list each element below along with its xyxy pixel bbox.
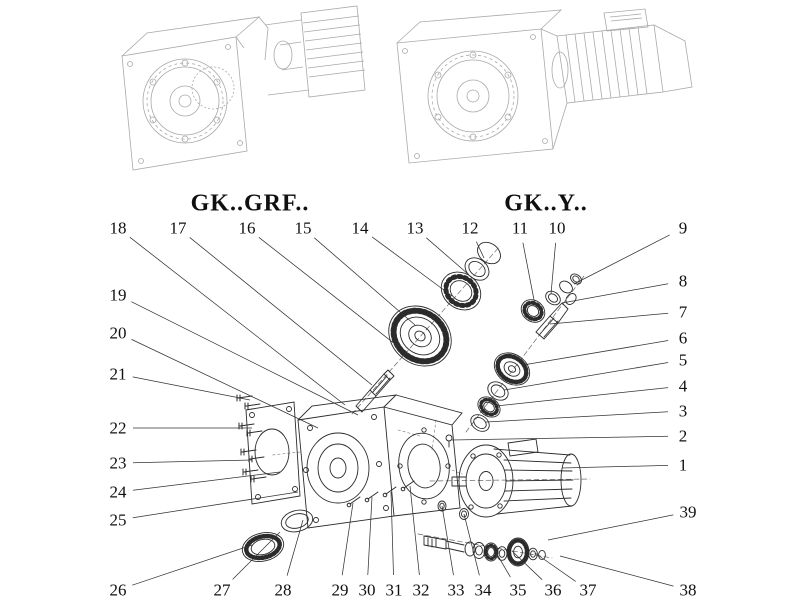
leader-line-39 (547, 514, 674, 541)
leader-line-32 (409, 485, 420, 576)
input-bearing (440, 271, 482, 311)
leader-line-8 (561, 283, 669, 304)
interface-washers (437, 500, 469, 520)
leader-line-21 (132, 376, 251, 401)
assembly-axis-lines (351, 245, 591, 559)
leader-line-35 (493, 548, 511, 578)
leader-line-3 (485, 411, 669, 423)
leader-line-1 (561, 465, 669, 469)
leader-line-23 (132, 459, 253, 464)
assembled-view-gk-grf (121, 5, 366, 171)
leader-line-36 (511, 550, 543, 580)
leader-line-33 (441, 505, 454, 576)
model-label-gk-grf: GK..GRF.. (190, 190, 310, 217)
leader-line-11 (522, 242, 536, 306)
leader-line-7 (549, 312, 669, 325)
assembled-view-gk-y (396, 8, 693, 164)
motor-body-fins (556, 24, 664, 104)
mounting-flange-plate (245, 401, 301, 505)
leader-line-13 (426, 237, 469, 275)
leader-line-29 (341, 502, 354, 576)
leader-line-2 (451, 435, 669, 441)
leader-line-18 (129, 236, 346, 406)
seal-ring (280, 509, 314, 533)
leader-line-10 (550, 242, 556, 295)
leader-line-5 (503, 362, 669, 391)
shaft-spacer-rings (545, 273, 582, 306)
output-shaft-assembly (423, 535, 546, 567)
leader-line-19 (131, 301, 359, 416)
leader-line-27 (232, 531, 281, 580)
pinion-bearing (520, 299, 546, 323)
flange-bolts (346, 480, 415, 508)
leader-line-9 (573, 234, 670, 285)
output-gear (506, 537, 530, 567)
leader-line-6 (522, 340, 669, 366)
bevel-gear (493, 352, 531, 386)
leader-line-24 (132, 471, 281, 491)
bearing-washer (464, 257, 490, 281)
leader-line-14 (371, 236, 453, 297)
assembly-hint-lines (271, 419, 463, 475)
leader-line-38 (559, 555, 674, 587)
motor-terminal-box (603, 8, 649, 32)
leader-line-37 (534, 552, 576, 582)
leader-line-28 (286, 519, 304, 576)
leader-line-4 (495, 387, 669, 407)
leader-line-26 (132, 544, 253, 586)
leader-line-30 (367, 496, 373, 576)
leader-line-16 (258, 237, 401, 349)
output-ring-gear (241, 532, 285, 562)
gear-housing (297, 394, 463, 529)
retaining-ring (470, 414, 490, 432)
leader-line-34 (463, 513, 480, 576)
input-pinion-shaft (355, 369, 395, 413)
leader-line-25 (132, 491, 299, 519)
housing-bolt (445, 434, 453, 448)
model-label-gk-y: GK..Y.. (504, 190, 588, 217)
flange-screws (236, 394, 267, 483)
exploded-view (236, 241, 591, 567)
electric-motor (451, 438, 582, 518)
input-cover-fins (300, 5, 366, 98)
snap-ring (477, 241, 501, 265)
leader-line-17 (189, 237, 373, 386)
output-bearing (483, 542, 499, 562)
intermediate-gear (388, 305, 452, 367)
leader-line-20 (131, 339, 319, 429)
leader-line-15 (314, 237, 416, 326)
leader-lines (129, 234, 674, 587)
bevel-shaft-bearing (477, 396, 501, 418)
leader-line-31 (390, 491, 394, 576)
leader-line-12 (475, 241, 485, 259)
bevel-shaft-washer (487, 381, 509, 401)
